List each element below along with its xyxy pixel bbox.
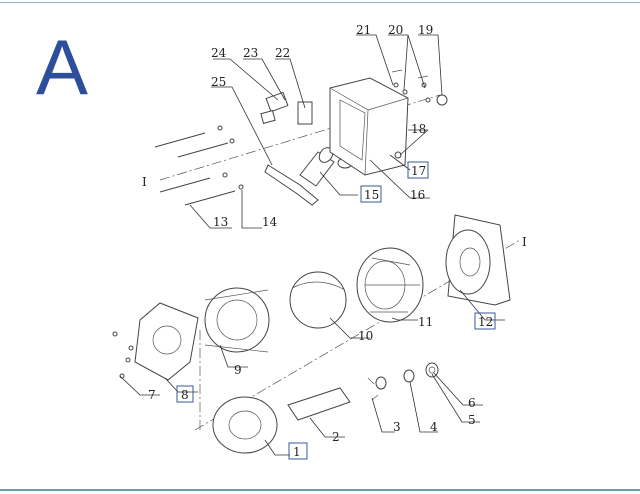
section-letter: A bbox=[36, 23, 89, 111]
callout-3: 3 bbox=[393, 420, 401, 434]
callout-7: 7 bbox=[148, 388, 156, 402]
callout-box-8 bbox=[176, 385, 194, 403]
axis-label-right: I bbox=[522, 235, 527, 249]
callout-6: 6 bbox=[468, 396, 476, 410]
callout-25: 25 bbox=[211, 75, 226, 89]
callout-23: 23 bbox=[243, 46, 258, 60]
callout-13: 13 bbox=[213, 215, 228, 229]
frame-bottom-line bbox=[0, 489, 640, 491]
leader-lines bbox=[119, 34, 505, 456]
callout-18: 18 bbox=[411, 122, 426, 136]
axis-label-left: I bbox=[142, 175, 147, 189]
callout-16: 16 bbox=[410, 188, 425, 202]
stator-sleeve bbox=[289, 271, 347, 329]
callout-22: 22 bbox=[275, 46, 290, 60]
callout-1: 1 bbox=[293, 445, 301, 459]
callout-box-17 bbox=[407, 161, 429, 179]
end-flange bbox=[445, 214, 511, 306]
tie-rods bbox=[154, 125, 244, 206]
callout-4: 4 bbox=[430, 420, 438, 434]
callout-8: 8 bbox=[181, 388, 189, 402]
frame-top-line bbox=[0, 2, 640, 3]
callout-5: 5 bbox=[468, 413, 476, 427]
stator bbox=[356, 247, 424, 323]
callout-box-12 bbox=[474, 312, 496, 330]
callout-21: 21 bbox=[356, 23, 371, 37]
callout-12: 12 bbox=[478, 315, 493, 329]
callout-17: 17 bbox=[411, 164, 426, 178]
callout-9: 9 bbox=[234, 363, 242, 377]
terminal-parts bbox=[260, 91, 319, 206]
callout-20: 20 bbox=[388, 23, 403, 37]
callout-11: 11 bbox=[418, 315, 433, 329]
rotor-assembly bbox=[287, 362, 439, 421]
terminal-box bbox=[329, 69, 448, 176]
callout-box-1 bbox=[288, 442, 308, 460]
callout-2: 2 bbox=[332, 430, 340, 444]
callout-14: 14 bbox=[262, 215, 278, 229]
callout-15: 15 bbox=[364, 188, 379, 202]
callout-10: 10 bbox=[358, 329, 373, 343]
fan-ring bbox=[212, 396, 278, 454]
front-housing bbox=[204, 287, 270, 353]
callout-24: 24 bbox=[211, 46, 227, 60]
callout-19: 19 bbox=[418, 23, 433, 37]
front-cover bbox=[112, 302, 199, 381]
callout-box-15 bbox=[360, 185, 382, 203]
